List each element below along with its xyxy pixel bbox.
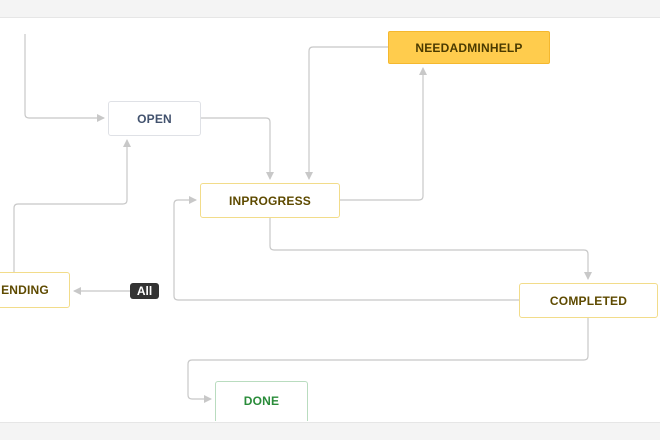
edge-pending-to-open <box>13 139 131 272</box>
status-node-needadminhelp[interactable]: NEEDADMINHELP <box>388 31 550 64</box>
all-transitions-badge[interactable]: All <box>130 283 159 299</box>
status-node-inprogress[interactable]: INPROGRESS <box>200 183 340 218</box>
edge-inprogress-to-needadminhelp <box>340 67 427 201</box>
status-node-done[interactable]: DONE <box>215 381 308 421</box>
workflow-canvas: OPEN NEEDADMINHELP INPROGRESS ENDING COM… <box>0 17 660 423</box>
status-node-completed[interactable]: COMPLETED <box>519 283 658 318</box>
edge-completed-to-inprogress <box>173 196 519 301</box>
transition-edges <box>13 34 592 403</box>
edge-inprogress-to-completed <box>269 218 592 280</box>
edge-needadminhelp-to-inprogress <box>305 46 388 180</box>
edge-start-to-open <box>24 34 105 122</box>
edge-completed-to-done <box>187 318 589 403</box>
edge-open-to-inprogress <box>201 117 274 180</box>
status-node-open[interactable]: OPEN <box>108 101 201 136</box>
status-node-pending[interactable]: ENDING <box>0 272 70 308</box>
